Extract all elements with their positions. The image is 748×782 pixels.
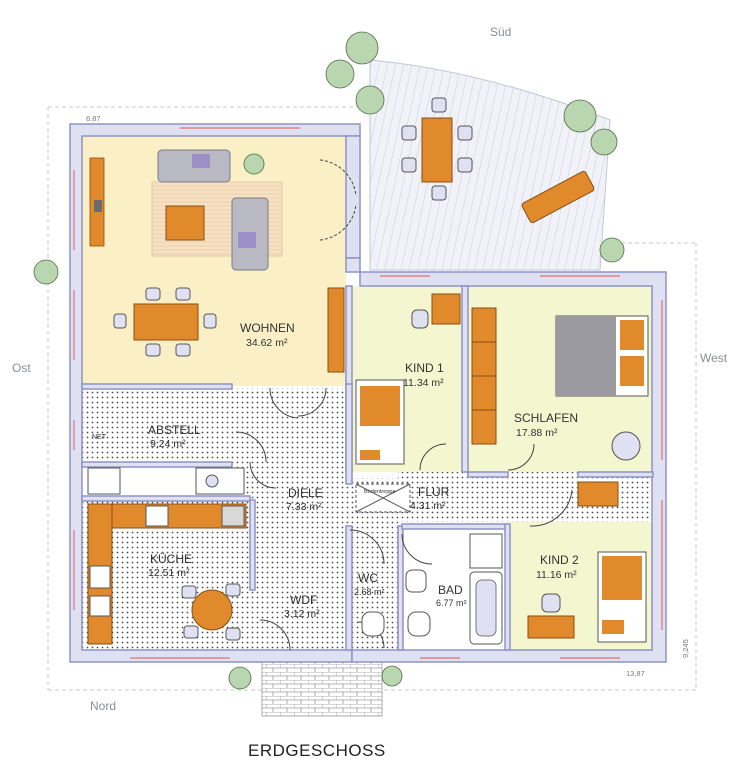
kind1-furniture [355, 293, 461, 465]
doors [235, 159, 573, 651]
schlafen-furniture [471, 307, 649, 461]
room-name-flur: FLUR [418, 485, 450, 499]
room-area-flur: 4.31 m² [410, 500, 446, 512]
bathroom-fixtures [361, 533, 503, 645]
direction-south: Süd [490, 25, 511, 39]
room-name-bad: BAD [438, 583, 463, 597]
plan-title: ERDGESCHOSS [248, 741, 386, 760]
room-name-kueche: KÜCHE [150, 552, 192, 566]
direction-west: West [700, 351, 728, 365]
dimension-top: 6,87 [86, 114, 101, 123]
net-label: NET [92, 434, 107, 441]
windows [73, 127, 663, 659]
direction-north: Nord [90, 699, 116, 713]
dimension-bottom: 13,87 [626, 669, 645, 678]
terrace [369, 59, 611, 271]
floor-abstell [82, 388, 236, 466]
room-area-schlafen: 17.88 m² [516, 427, 558, 439]
living-furniture [89, 149, 345, 373]
kind2-furniture [527, 481, 647, 643]
room-area-wc: 2.68 m² [354, 587, 385, 597]
room-area-bad: 6.77 m² [436, 598, 467, 608]
plants [33, 31, 625, 690]
walls [69, 123, 667, 663]
room-area-abstell: 9.24 m² [150, 438, 186, 450]
dimension-right: 9,245 [681, 639, 690, 658]
direction-east: Ost [12, 361, 31, 375]
attic-hatch-label: Bodentreppe [364, 489, 396, 495]
abstell-furniture [87, 467, 245, 495]
floor-diele [236, 388, 398, 650]
kitchen-furniture [87, 503, 247, 645]
attic-hatch: Bodentreppe [355, 483, 411, 513]
room-name-kind1: KIND 1 [405, 361, 444, 375]
room-name-wdf: WDF [290, 593, 317, 607]
room-name-schlafen: SCHLAFEN [514, 411, 578, 425]
room-name-kind2: KIND 2 [540, 553, 579, 567]
room-area-wohnen: 34.62 m² [246, 337, 288, 349]
entrance-path [261, 653, 383, 717]
room-name-wohnen: WOHNEN [240, 321, 295, 335]
terrace-furniture [401, 97, 595, 224]
room-area-wdf: 3.12 m² [284, 608, 320, 620]
room-area-kind1: 11.34 m² [403, 377, 444, 389]
room-name-abstell: ABSTELL [148, 423, 201, 437]
room-area-kueche: 12.51 m² [148, 567, 190, 579]
room-area-kind2: 11.16 m² [536, 569, 577, 581]
room-area-diele: 7.33 m² [286, 501, 322, 513]
room-name-diele: DIELE [288, 486, 323, 500]
room-name-wc: WC [358, 571, 378, 585]
